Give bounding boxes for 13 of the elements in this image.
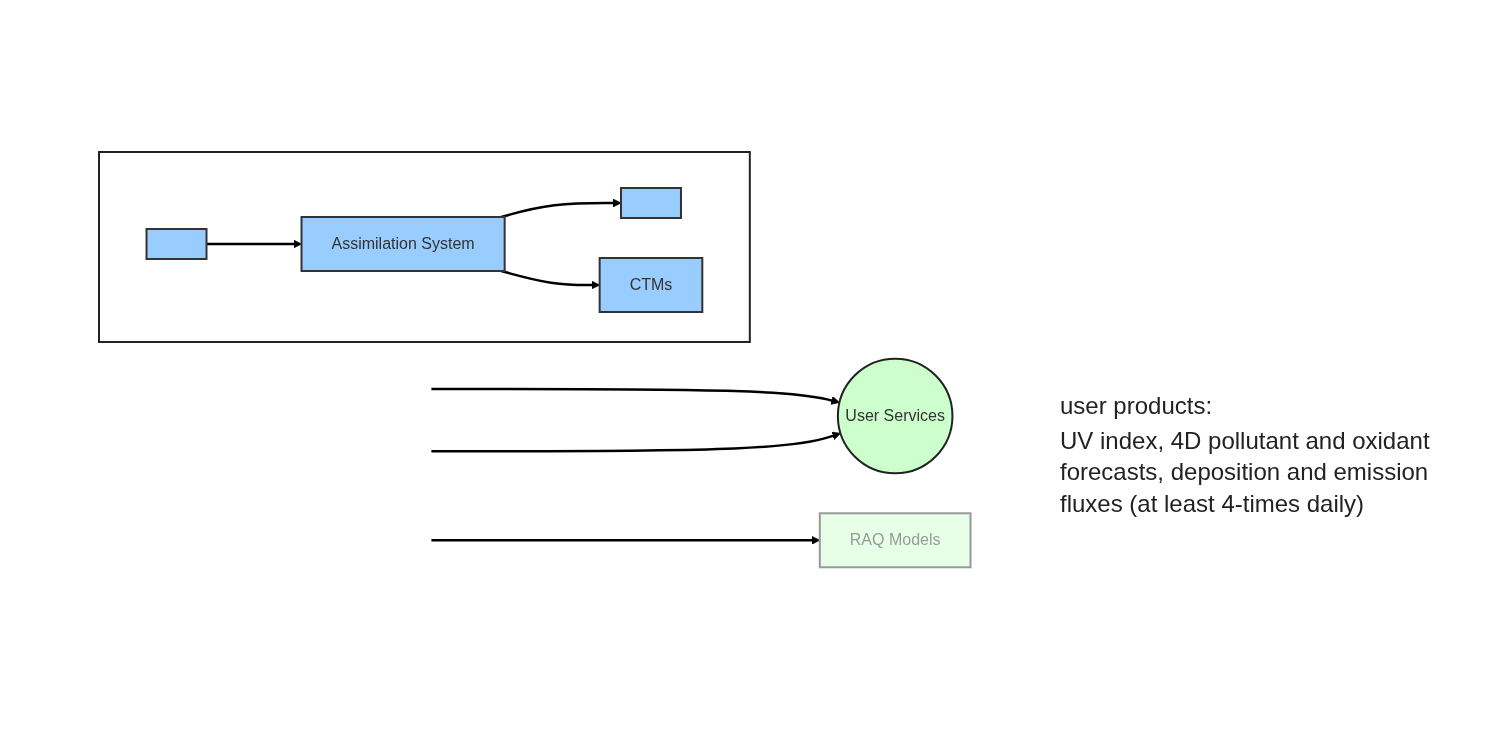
node-box: CTMs xyxy=(598,257,704,314)
arrow xyxy=(501,198,622,219)
cluster xyxy=(98,151,752,344)
note-heading: user products: xyxy=(1060,391,1214,421)
arrow xyxy=(431,388,841,406)
arrow xyxy=(431,431,842,453)
note-text: UV index, 4D pollutant and oxidant forecasts, deposition and emission fluxes (at least 4-times daily) xyxy=(1060,426,1431,519)
arrow xyxy=(431,536,821,546)
node-box xyxy=(145,228,208,261)
node-box: RAQ Models xyxy=(819,512,972,569)
node-box xyxy=(620,187,683,220)
node-box: Assimilation System xyxy=(300,216,506,273)
node-circle: User Services xyxy=(837,358,954,475)
